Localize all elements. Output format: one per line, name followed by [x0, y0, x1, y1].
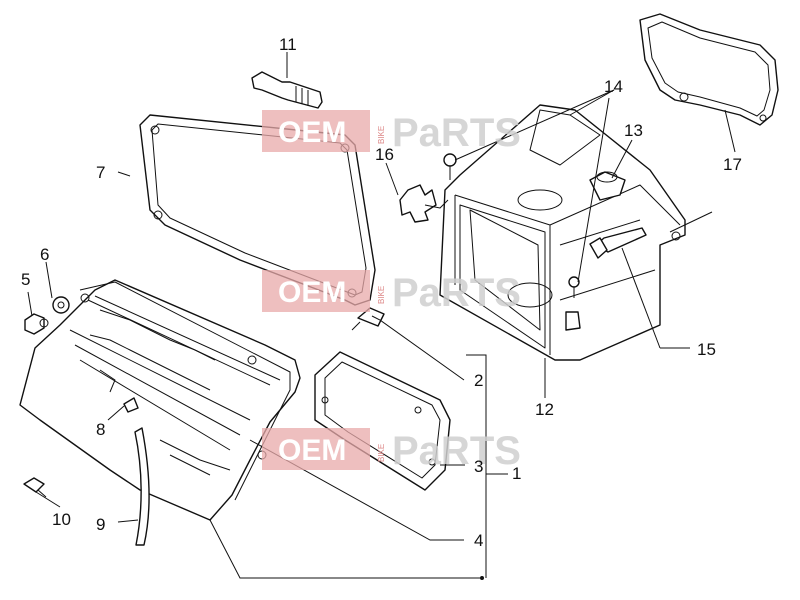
watermark-bottom: OEM BIKE PaRTS: [262, 428, 521, 473]
part-labels: 11 7 6 5 8 10 9 16 14 13 17 15 12 2 3 1 …: [21, 35, 742, 550]
label-8: 8: [96, 420, 105, 439]
label-4: 4: [474, 531, 483, 550]
label-3: 3: [474, 457, 483, 476]
label-13: 13: [624, 121, 643, 140]
label-16: 16: [375, 145, 394, 164]
label-5: 5: [21, 270, 30, 289]
spark-plug-11: [251, 71, 323, 109]
screw-14-small: [565, 311, 581, 331]
label-12: 12: [535, 400, 554, 419]
watermark-oem-text: OEM: [278, 276, 346, 309]
label-11: 11: [279, 35, 297, 54]
watermark-parts-text: PaRTS: [392, 271, 521, 315]
watermark-oem-text: OEM: [278, 434, 346, 467]
watermark-middle: OEM BIKE PaRTS: [262, 270, 521, 315]
gear-16: [399, 184, 449, 223]
watermark-bike-text: BIKE: [377, 444, 386, 462]
label-14: 14: [604, 77, 623, 96]
watermark-parts-text: PaRTS: [392, 429, 521, 473]
gasket-17: [639, 13, 779, 126]
watermark-parts-text: PaRTS: [392, 111, 521, 155]
screw-14-top: [443, 153, 457, 180]
watermark-oem-text: OEM: [278, 116, 346, 149]
fitting-8: [99, 369, 139, 413]
label-2: 2: [474, 371, 483, 390]
leader-lines: [27, 52, 736, 580]
washer-6: [52, 296, 70, 314]
head-cover-12: [439, 104, 713, 361]
hose-9: [134, 427, 150, 546]
watermark-bike-text: BIKE: [377, 286, 386, 304]
label-9: 9: [96, 515, 105, 534]
watermark-bike-text: BIKE: [377, 126, 386, 144]
label-6: 6: [40, 245, 49, 264]
bolt-15: [589, 227, 647, 259]
label-10: 10: [52, 510, 71, 529]
label-17: 17: [723, 155, 742, 174]
plate-gasket-4: [314, 351, 451, 491]
nut-5: [24, 313, 49, 335]
label-1: 1: [512, 464, 521, 483]
label-15: 15: [697, 340, 716, 359]
bolt-10: [23, 477, 47, 498]
cover-assembly-1: [19, 279, 301, 521]
watermark-top: OEM BIKE PaRTS: [262, 110, 521, 155]
label-7: 7: [96, 163, 105, 182]
screw-14-lower: [568, 276, 580, 298]
